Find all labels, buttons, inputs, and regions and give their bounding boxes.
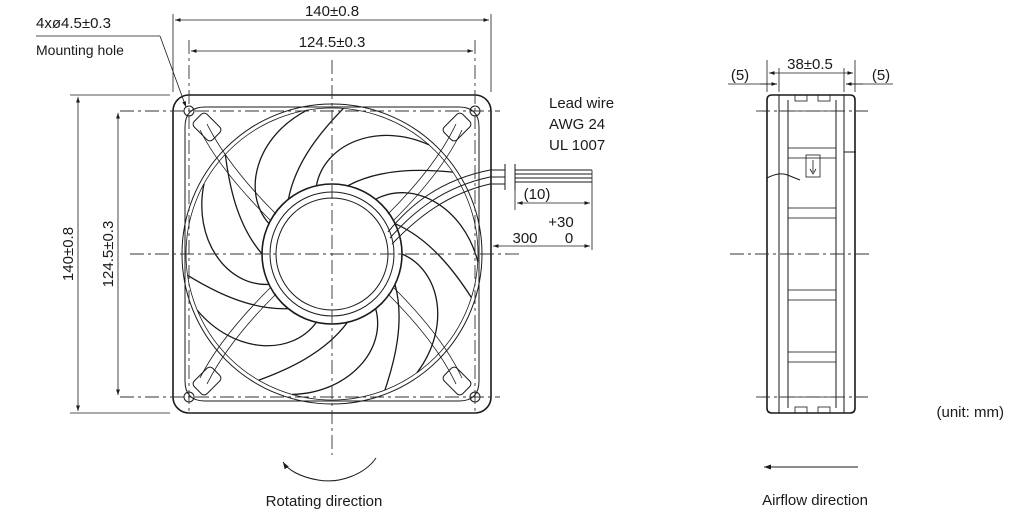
fan-blade <box>201 154 269 286</box>
lead-wire-label-1: Lead wire <box>549 95 614 112</box>
lead-wire-label-3: UL 1007 <box>549 137 605 154</box>
dim-height-overall: 140±0.8 <box>60 227 77 281</box>
side-view: 38±0.5 (5) (5) Airflow direction <box>728 56 893 509</box>
dim-strip-length: (10) <box>524 186 551 203</box>
fan-blade <box>315 134 453 187</box>
fan-blade <box>187 274 317 347</box>
front-view: 140±0.8 124.5±0.3 140±0.8 124.5±0.3 4xø4… <box>36 3 614 510</box>
side-body <box>766 94 856 414</box>
hole-name-label: Mounting hole <box>36 42 124 58</box>
dim-lead-length: 300 <box>512 230 537 247</box>
corner-bosses <box>192 112 472 396</box>
fan-blades <box>187 107 479 396</box>
unit-note: (unit: mm) <box>937 404 1005 421</box>
fan-blade <box>384 253 439 391</box>
hole-spec-label: 4xø4.5±0.3 <box>36 15 111 32</box>
lead-wire-label-2: AWG 24 <box>549 116 605 133</box>
fan-blade <box>258 308 379 396</box>
dim-depth: 38±0.5 <box>787 56 833 73</box>
support-spokes <box>199 123 463 385</box>
dim-width-overall: 140±0.8 <box>305 3 359 20</box>
dim-right-offset: (5) <box>872 67 890 84</box>
dim-left-offset: (5) <box>731 67 749 84</box>
dim-lead-tol-plus: +30 <box>548 214 573 231</box>
dim-width-hole-pitch: 124.5±0.3 <box>299 34 366 51</box>
dim-height-hole-pitch: 124.5±0.3 <box>100 221 117 288</box>
lead-wire <box>387 164 592 245</box>
rotation-arrow-icon <box>282 457 377 482</box>
fan-blade <box>375 192 479 298</box>
airflow-label: Airflow direction <box>762 492 868 509</box>
fan-blade <box>254 107 344 225</box>
rotation-label: Rotating direction <box>266 493 383 510</box>
dim-lead-tol-zero: 0 <box>565 230 573 247</box>
